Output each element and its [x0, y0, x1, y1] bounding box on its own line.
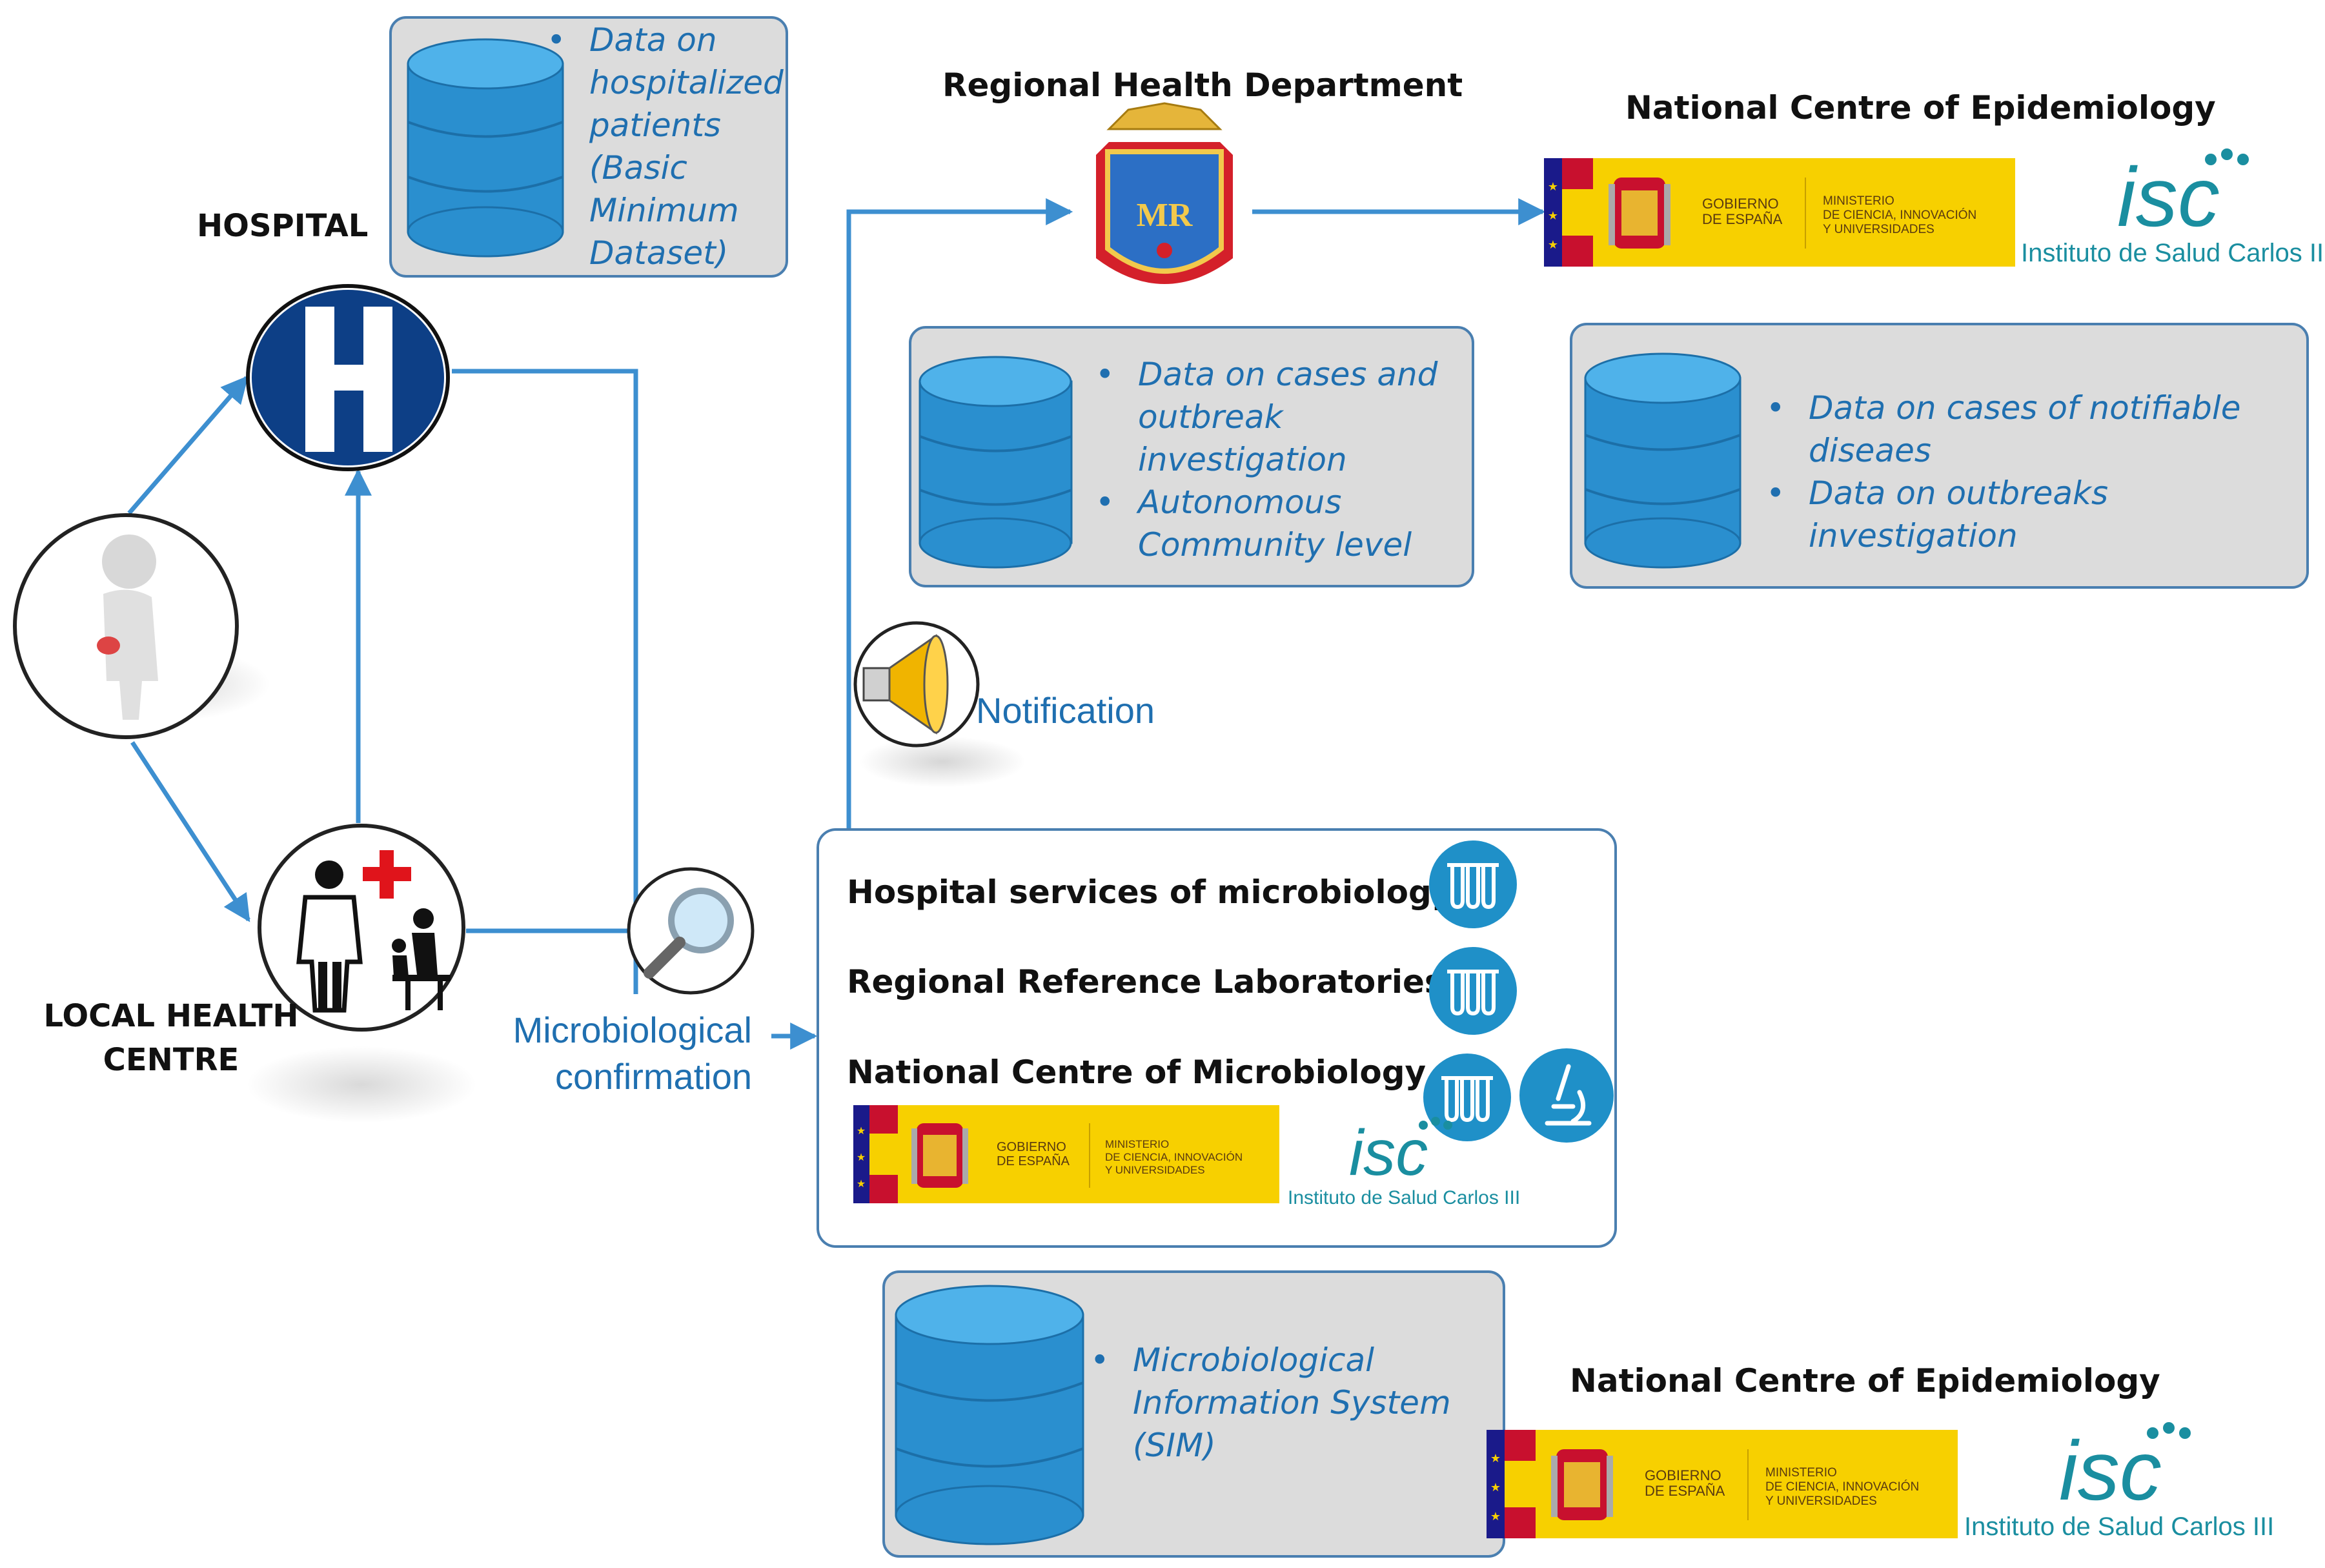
ministerio-line2: DE CIENCIA, INNOVACIÓN: [1823, 208, 1976, 222]
svg-text:★: ★: [857, 1126, 866, 1137]
arrow-laboratories-to-regional: [846, 198, 1073, 830]
hospital-data-text: Data on hospitalized patients (Basic Min…: [547, 19, 792, 274]
ministerio-line3: Y UNIVERSIDADES: [1105, 1164, 1205, 1176]
notification-label: Notification: [976, 690, 1155, 731]
speaker-icon: [853, 621, 980, 748]
isciii-mark: isc: [1349, 1117, 1428, 1189]
regional-data-bullet: Autonomous Community level: [1095, 481, 1457, 566]
micro-confirmation-label: Microbiological confirmation: [491, 1007, 752, 1100]
national-epi-data-text: Data on cases of notifiable diseaes Data…: [1766, 387, 2302, 557]
spain-coat-of-arms-icon: [911, 1123, 968, 1188]
database-icon: [407, 38, 564, 258]
health-centre-title-line1: LOCAL HEALTH: [43, 998, 299, 1034]
regional-data-text: Data on cases and outbreak investigation…: [1095, 353, 1457, 566]
lab-row-national-microbiology: National Centre of Microbiology: [847, 1054, 1426, 1091]
svg-text:★: ★: [1490, 1510, 1501, 1523]
svg-text:★: ★: [1548, 180, 1558, 193]
svg-text:★: ★: [1490, 1452, 1501, 1465]
spain-coat-of-arms-icon: [1551, 1449, 1613, 1520]
health-centre-title: LOCAL HEALTH CENTRE: [39, 994, 303, 1082]
isciii-logo: isc Instituto de Salud Carlos III: [2021, 148, 2325, 267]
gobierno-line1: GOBIERNO: [1645, 1467, 1721, 1483]
arrow-person-to-hospital: [127, 375, 249, 515]
ministerio-line3: Y UNIVERSIDADES: [1823, 223, 1934, 236]
microscope-icon: [1519, 1048, 1614, 1143]
regional-data-panel: Data on cases and outbreak investigation…: [909, 326, 1474, 587]
national-epi-data-bullet: Data on cases of notifiable diseaes: [1766, 387, 2302, 472]
line-hospital-to-microbiology: [452, 369, 638, 994]
hospital-data-panel: Data on hospitalized patients (Basic Min…: [389, 16, 788, 278]
svg-text:★: ★: [857, 1152, 866, 1163]
magnifier-icon: [627, 867, 755, 995]
gobierno-logo: ★ ★ ★ GOBIERNO DE ESPAÑA MINISTERIO DE C…: [1487, 1430, 1958, 1538]
ministerio-line2: DE CIENCIA, INNOVACIÓN: [1105, 1151, 1243, 1163]
health-centre-title-line2: CENTRE: [103, 1042, 239, 1078]
isciii-name: Instituto de Salud Carlos III: [1964, 1512, 2274, 1541]
gobierno-logo: ★ ★ ★ GOBIERNO DE ESPAÑA MINISTERIO DE C…: [853, 1105, 1279, 1203]
database-icon: [1584, 352, 1741, 569]
database-icon: [919, 356, 1073, 569]
test-tubes-icon: [1429, 840, 1517, 928]
gobierno-line2: DE ESPAÑA: [1645, 1483, 1725, 1499]
health-centre-icon: [258, 824, 465, 1032]
national-epi-top-title: National Centre of Epidemiology: [1625, 89, 2216, 127]
sim-data-bullet: Microbiological Information System (SIM): [1090, 1339, 1490, 1467]
sim-data-text: Microbiological Information System (SIM): [1090, 1339, 1490, 1467]
svg-text:★: ★: [1548, 209, 1558, 222]
lab-row-regional-reference: Regional Reference Laboratories: [847, 963, 1444, 1001]
ministerio-line1: MINISTERIO: [1823, 194, 1894, 208]
test-tubes-icon: [1423, 1054, 1511, 1141]
health-centre-shadow: [245, 1046, 478, 1123]
isciii-mark: isc: [2059, 1423, 2162, 1518]
spain-coat-of-arms-icon: [1609, 178, 1670, 249]
sim-data-panel: Microbiological Information System (SIM): [882, 1270, 1505, 1558]
isciii-logo: isc Instituto de Salud Carlos III: [1964, 1422, 2274, 1541]
isciii-name: Instituto de Salud Carlos III: [1288, 1187, 1520, 1208]
regional-seal-icon: MR: [1096, 102, 1233, 284]
micro-confirmation-line1: Microbiological: [513, 1010, 752, 1050]
speaker-shadow: [858, 736, 1026, 788]
ministerio-line1: MINISTERIO: [1765, 1466, 1837, 1480]
gobierno-line2: DE ESPAÑA: [1702, 211, 1783, 227]
database-icon: [895, 1285, 1084, 1545]
patient-icon: [13, 513, 239, 739]
hospital-title: HOSPITAL: [197, 208, 369, 244]
svg-text:★: ★: [857, 1179, 866, 1190]
ministerio-line2: DE CIENCIA, INNOVACIÓN: [1765, 1480, 1919, 1494]
regional-data-bullet: Data on cases and outbreak investigation: [1095, 353, 1457, 481]
hospital-data-bullet: Data on hospitalized patients (Basic Min…: [547, 19, 792, 274]
svg-text:★: ★: [1490, 1481, 1501, 1494]
seal-monogram: MR: [1137, 197, 1193, 234]
micro-confirmation-line2: confirmation: [554, 1056, 752, 1097]
gobierno-line2: DE ESPAÑA: [997, 1153, 1070, 1168]
isciii-name: Instituto de Salud Carlos III: [2021, 239, 2325, 267]
gobierno-logo: ★ ★ ★ GOBIERNO DE ESPAÑA MINISTERIO DE C…: [1544, 158, 2015, 267]
national-epi-data-panel: Data on cases of notifiable diseaes Data…: [1570, 323, 2309, 589]
isciii-mark: isc: [2117, 150, 2220, 244]
gobierno-line1: GOBIERNO: [997, 1140, 1066, 1154]
test-tubes-icon: [1429, 947, 1517, 1035]
regional-title: Regional Health Department: [942, 66, 1463, 104]
ministerio-line1: MINISTERIO: [1105, 1138, 1169, 1150]
hospital-icon: [246, 284, 450, 471]
svg-text:★: ★: [1548, 238, 1558, 251]
ministerio-line3: Y UNIVERSIDADES: [1765, 1494, 1877, 1508]
lab-row-hospital-services: Hospital services of microbiology: [847, 873, 1453, 911]
isciii-logo: isc Instituto de Salud Carlos III: [1288, 1117, 1520, 1208]
national-epi-data-bullet: Data on outbreaks investigation: [1766, 472, 2302, 557]
arrow-person-to-health-centre: [130, 741, 250, 922]
national-epi-bottom-title: National Centre of Epidemiology: [1570, 1362, 2160, 1400]
gobierno-line1: GOBIERNO: [1702, 196, 1779, 212]
